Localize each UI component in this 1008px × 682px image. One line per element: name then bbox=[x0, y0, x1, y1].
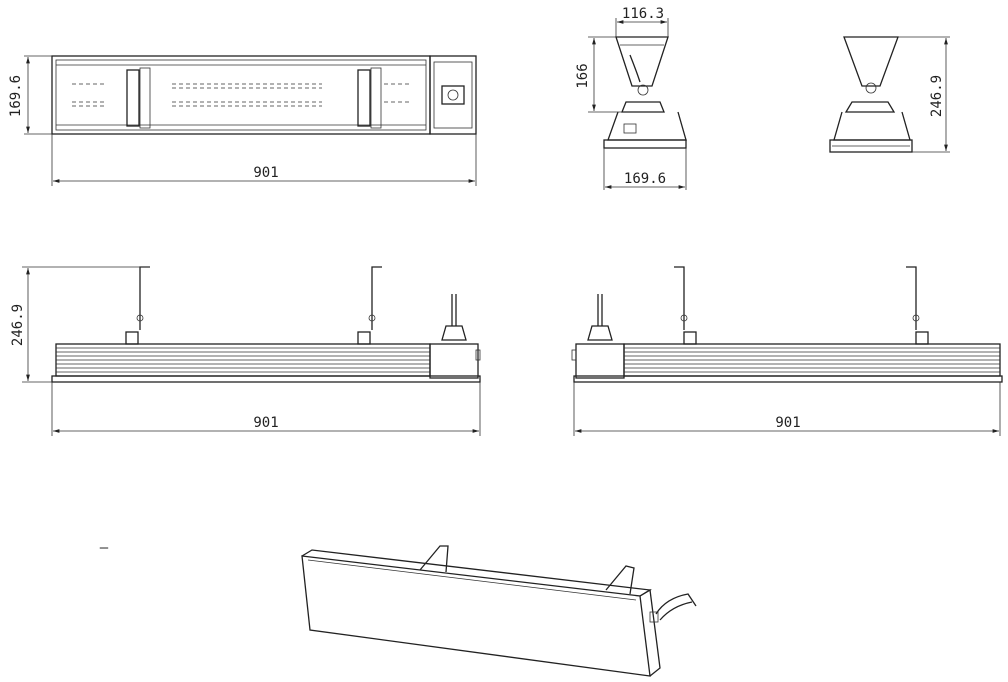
top-view-height-dim: 169.6 bbox=[8, 75, 24, 117]
side-right-height-dim: 246.9 bbox=[929, 75, 945, 117]
isometric-view: — bbox=[100, 540, 697, 677]
rear-view-length-dim: 901 bbox=[775, 415, 800, 431]
side-left-height-dim: 166 bbox=[575, 63, 591, 88]
vent-slots bbox=[72, 83, 410, 107]
isometric-label: — bbox=[100, 540, 109, 556]
front-view: 246.9 901 bbox=[10, 266, 481, 436]
front-view-height-dim: 246.9 bbox=[10, 304, 26, 346]
side-view-left: 116.3 166 169.6 bbox=[575, 6, 687, 190]
side-left-top-width-dim: 116.3 bbox=[622, 6, 664, 22]
front-view-length-dim: 901 bbox=[253, 415, 278, 431]
top-view: 169.6 901 bbox=[8, 55, 477, 186]
side-left-bottom-width-dim: 169.6 bbox=[624, 171, 666, 187]
top-view-length-dim: 901 bbox=[253, 165, 278, 181]
side-view-right: 246.9 bbox=[829, 36, 950, 153]
rear-view: 901 bbox=[571, 266, 1003, 436]
